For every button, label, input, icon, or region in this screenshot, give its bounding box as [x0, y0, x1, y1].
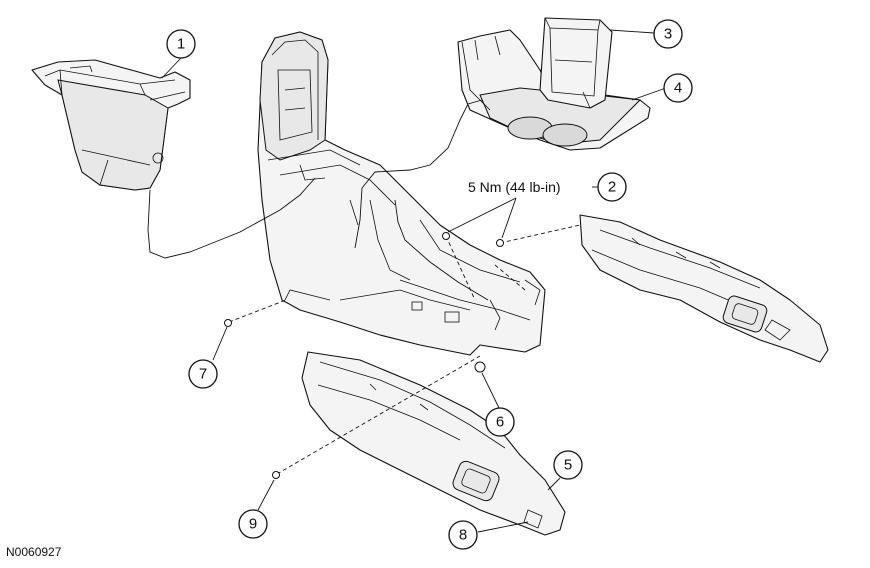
callout-number: 3 [664, 26, 672, 43]
callout-number: 5 [564, 457, 572, 474]
callout-leaders [161, 29, 667, 533]
cup-holder-insert-part [539, 17, 613, 109]
callout-6: 6 [485, 407, 515, 437]
callout-5: 5 [553, 450, 583, 480]
torque-spec-label: 5 Nm (44 lb-in) [468, 179, 561, 195]
callout-number: 9 [249, 516, 257, 533]
screw-2a [442, 232, 450, 240]
callout-number: 7 [199, 366, 207, 383]
callout-8: 8 [448, 520, 478, 550]
callout-number: 6 [496, 414, 504, 431]
fasteners [224, 224, 581, 479]
callout-number: 2 [608, 179, 616, 196]
wiring-harness [147, 99, 489, 301]
right-side-panel-part [579, 214, 829, 363]
callout-number: 1 [177, 36, 185, 53]
callout-7: 7 [188, 359, 218, 389]
console-body-part [257, 31, 546, 356]
callout-1: 1 [166, 29, 196, 59]
storage-bin-part [31, 59, 191, 191]
figure-id: N0060927 [6, 545, 62, 559]
clip-6 [474, 361, 486, 373]
screw-7 [224, 319, 232, 327]
callout-9: 9 [238, 509, 268, 539]
callout-number: 8 [459, 527, 467, 544]
callout-4: 4 [663, 73, 693, 103]
screw-2b [496, 239, 504, 247]
callout-3: 3 [653, 19, 683, 49]
callout-2: 2 [597, 172, 627, 202]
callout-number: 4 [674, 80, 682, 97]
screw-9 [272, 471, 280, 479]
left-side-panel-part [301, 351, 566, 536]
